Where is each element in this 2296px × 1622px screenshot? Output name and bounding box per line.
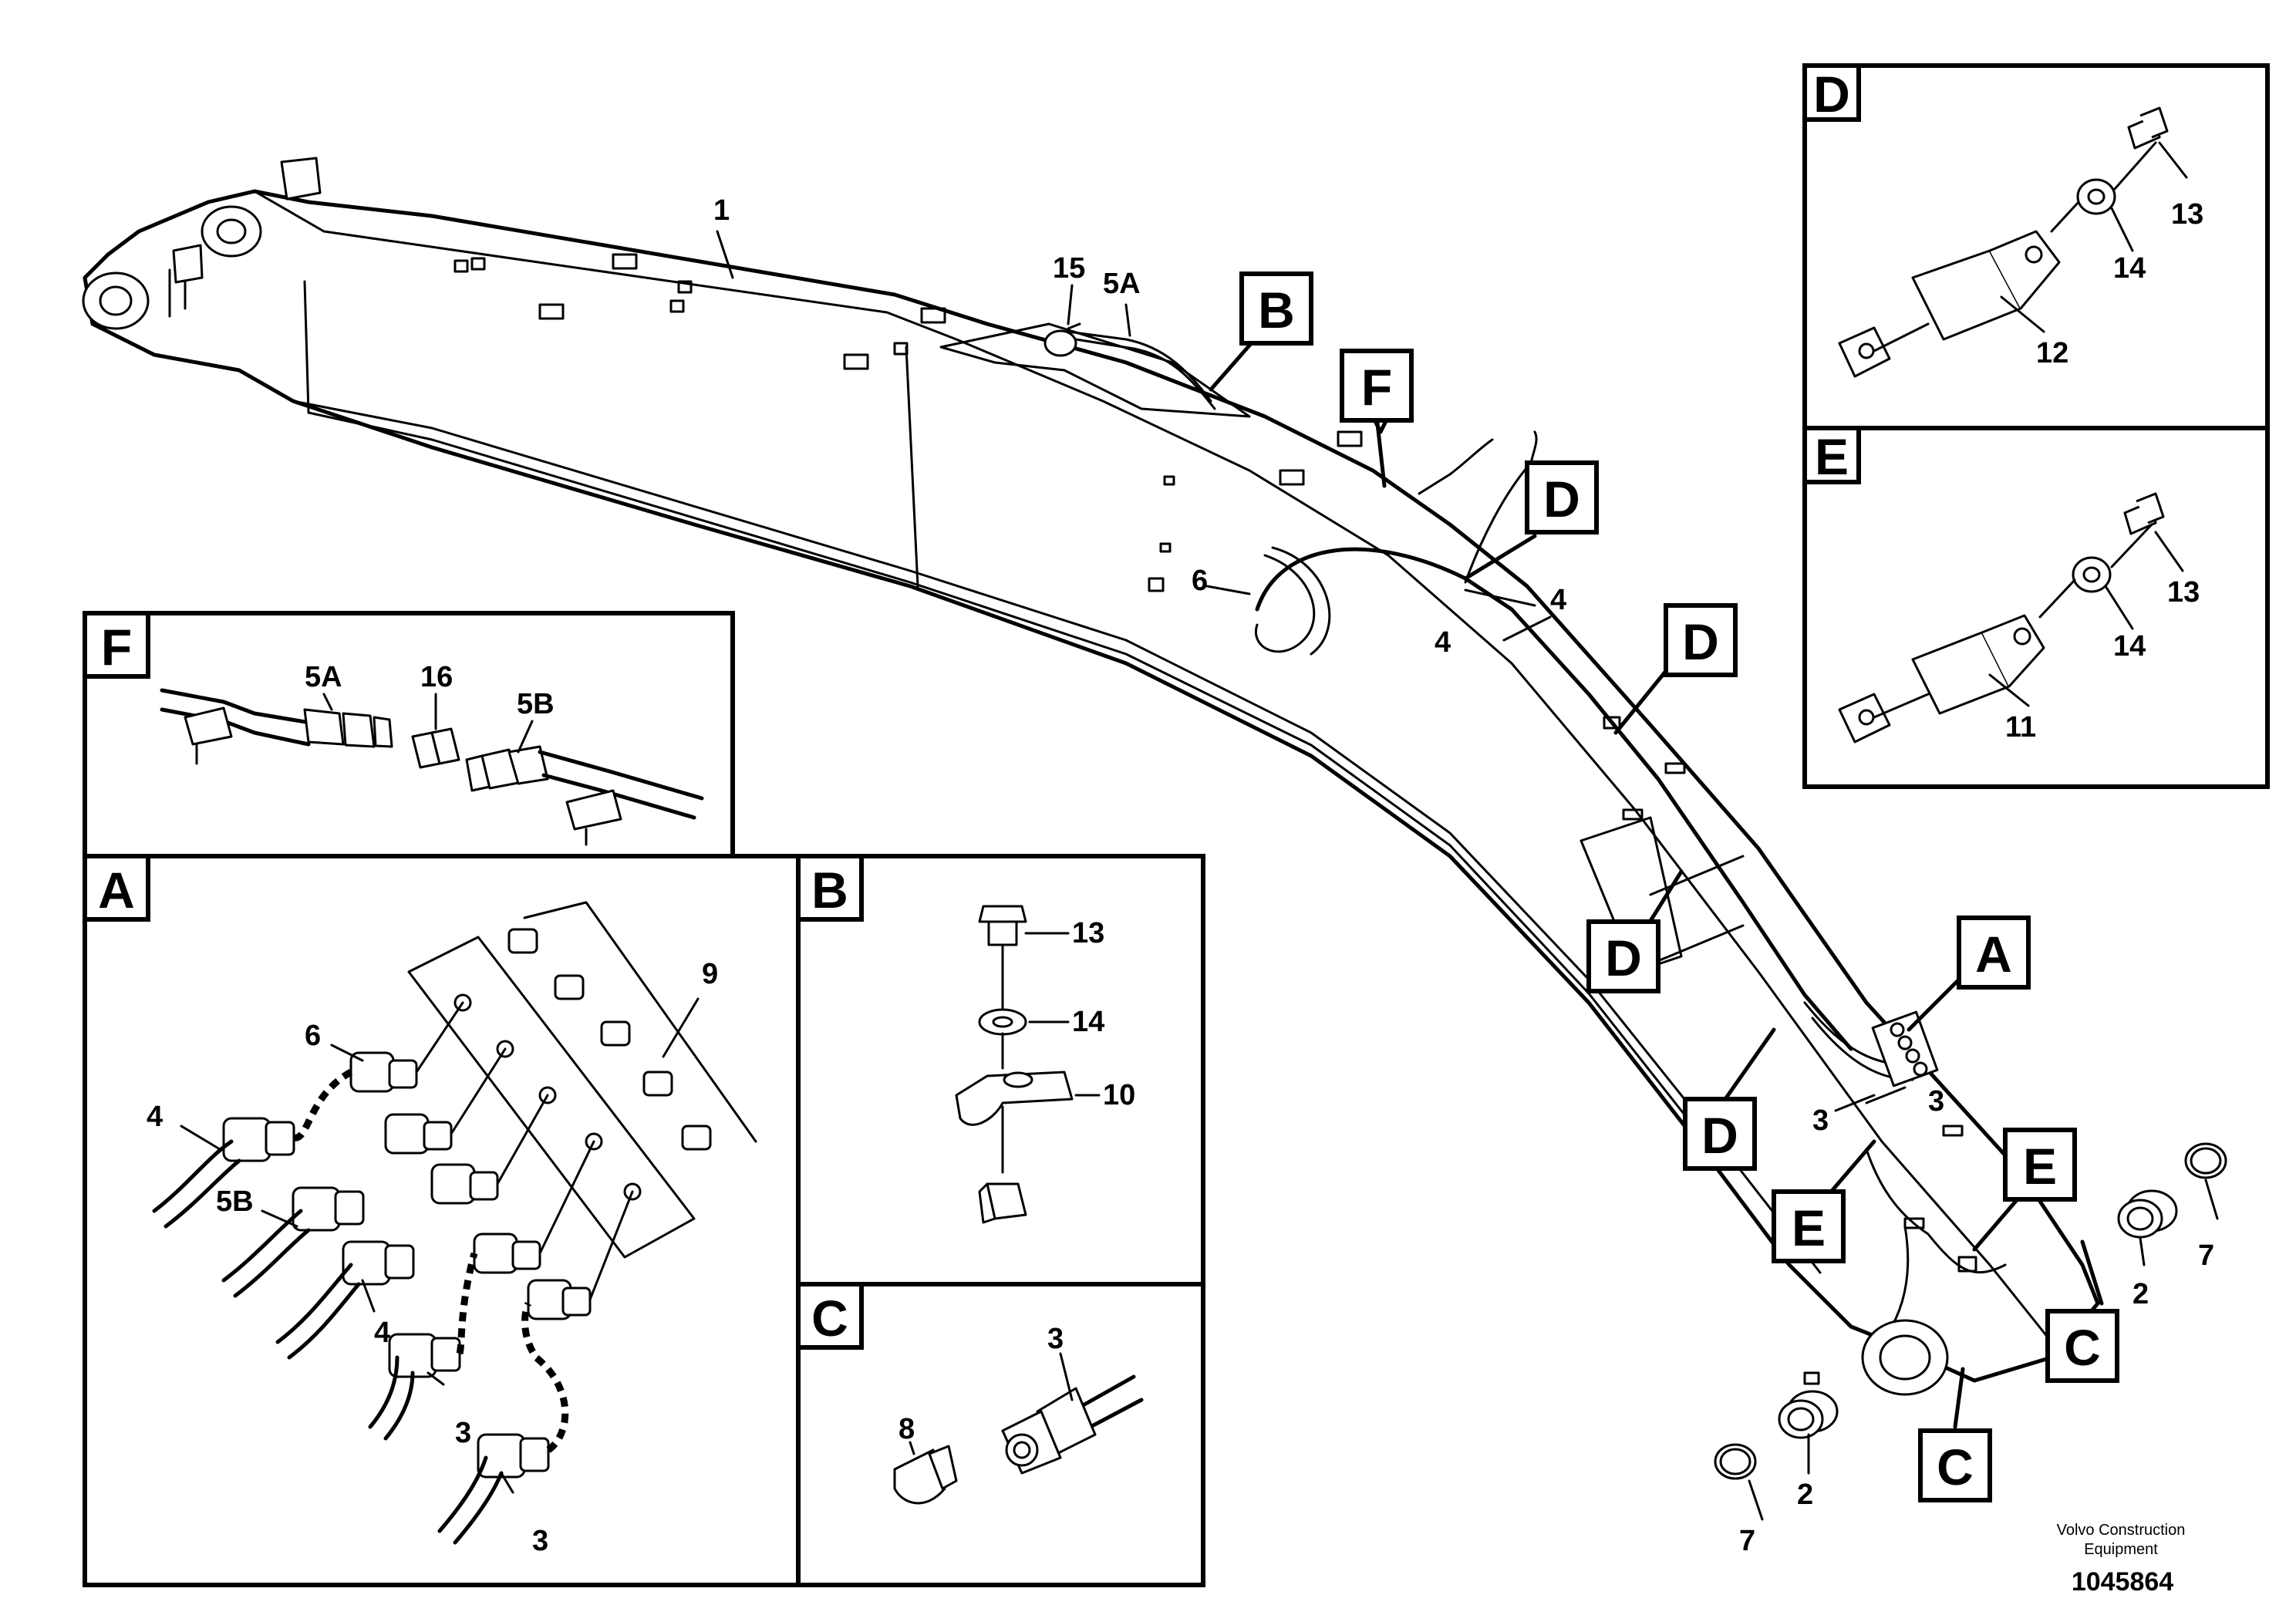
inset-c-label-3: 3	[1047, 1323, 1064, 1355]
label-part-4-a: 4	[1550, 584, 1566, 616]
inset-e-label-14: 14	[2113, 630, 2146, 663]
svg-text:E: E	[1792, 1199, 1826, 1256]
svg-text:A: A	[1975, 926, 2012, 983]
callout-d-1: D	[1463, 460, 1599, 581]
inset-f-label-16: 16	[420, 661, 453, 693]
callout-e-2: E	[1972, 1128, 2077, 1252]
label-part-15: 15	[1053, 252, 1085, 285]
inset-a: A	[83, 854, 801, 1587]
svg-text:E: E	[2023, 1138, 2057, 1195]
inset-a-label-6: 6	[305, 1020, 321, 1052]
svg-text:D: D	[1813, 66, 1850, 123]
boom-main-drawing	[82, 157, 2227, 1521]
label-part-5a: 5A	[1103, 268, 1141, 300]
maker-line-2: Equipment	[2084, 1541, 2158, 1558]
label-part-3-b: 3	[1812, 1104, 1829, 1137]
callout-c-1: C	[2045, 1239, 2119, 1383]
inset-d: D 13 14 12	[1802, 63, 2270, 430]
inset-f-label-5b: 5B	[517, 688, 555, 720]
callout-c-2: C	[1918, 1367, 1992, 1502]
svg-text:D: D	[1682, 613, 1719, 670]
inset-c-label-8: 8	[899, 1413, 915, 1445]
svg-text:C: C	[1937, 1438, 1974, 1496]
label-part-7-a: 7	[1739, 1525, 1755, 1557]
svg-text:F: F	[1361, 359, 1392, 416]
svg-text:F: F	[101, 619, 132, 676]
maker-line-1: Volvo Construction	[2057, 1522, 2186, 1539]
callout-d-4: D	[1683, 1027, 1776, 1171]
label-part-7-b: 7	[2198, 1239, 2214, 1272]
label-part-4-b: 4	[1435, 626, 1451, 659]
callout-f: F	[1340, 349, 1414, 488]
inset-a-label-3-a: 3	[455, 1417, 471, 1449]
inset-d-label-12: 12	[2036, 337, 2068, 369]
svg-text:D: D	[1701, 1107, 1738, 1164]
inset-a-label-3-b: 3	[532, 1525, 548, 1557]
label-part-1: 1	[713, 194, 730, 227]
callout-b: B	[1209, 271, 1313, 392]
inset-b-label-14: 14	[1072, 1006, 1104, 1038]
inset-e-label-13: 13	[2167, 576, 2200, 609]
callout-d-2: D	[1613, 603, 1738, 735]
inset-a-label-9: 9	[702, 958, 718, 990]
bushing-upper	[2117, 1189, 2178, 1239]
callout-e: E	[1772, 1139, 1876, 1263]
svg-text:B: B	[1258, 282, 1295, 339]
callout-a: A	[1907, 916, 2031, 1032]
inset-e-label-11: 11	[2005, 711, 2036, 744]
label-part-2-a: 2	[1797, 1479, 1813, 1511]
svg-text:D: D	[1605, 929, 1642, 986]
inset-f: F 5A 16 5B	[83, 611, 735, 858]
inset-f-label-5a: 5A	[305, 661, 342, 693]
svg-text:B: B	[811, 862, 848, 919]
inset-c: C 3 8	[796, 1282, 1205, 1587]
inset-d-label-14: 14	[2113, 252, 2146, 285]
svg-text:D: D	[1543, 470, 1580, 528]
inset-a-label-4-b: 4	[374, 1317, 390, 1349]
svg-text:A: A	[98, 862, 135, 919]
label-part-3-a: 3	[1928, 1085, 1944, 1118]
inset-b-label-10: 10	[1103, 1079, 1135, 1111]
bushing-lower	[1778, 1390, 1839, 1439]
svg-text:C: C	[811, 1290, 848, 1347]
svg-text:C: C	[2064, 1319, 2101, 1376]
svg-text:E: E	[1815, 428, 1849, 485]
callout-d-3: D	[1586, 869, 1684, 993]
inset-e: E 13 14 11	[1802, 426, 2270, 789]
label-part-6: 6	[1192, 565, 1208, 597]
inset-b: B 13 14 10	[796, 854, 1205, 1286]
inset-a-label-5b: 5B	[216, 1185, 254, 1218]
document-number: 1045864	[2072, 1567, 2173, 1597]
inset-a-label-4-a: 4	[147, 1101, 163, 1133]
label-part-2-b: 2	[2132, 1278, 2149, 1310]
inset-d-label-13: 13	[2171, 198, 2203, 231]
inset-b-label-13: 13	[1072, 917, 1104, 949]
